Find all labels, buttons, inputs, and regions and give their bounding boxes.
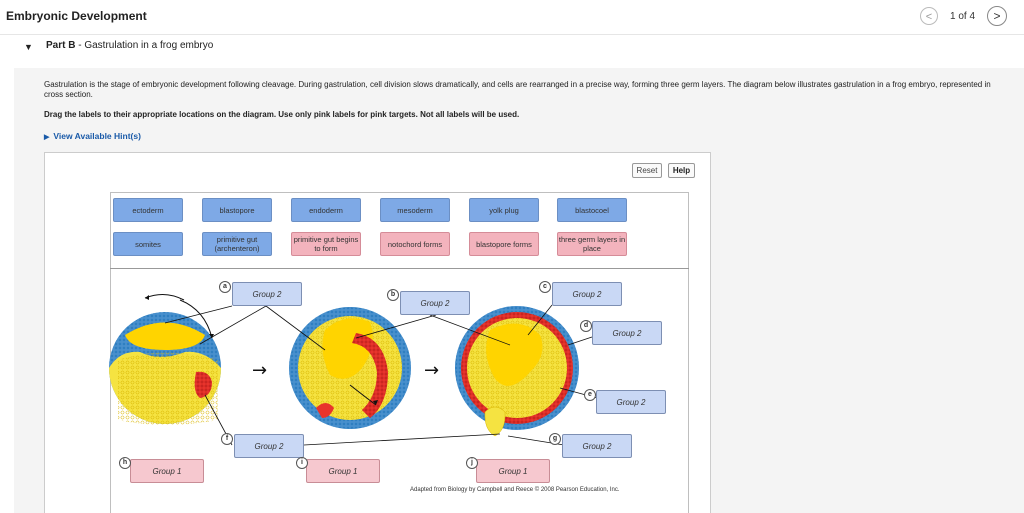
page-title: Embryonic Development <box>6 9 147 23</box>
page-counter: 1 of 4 <box>950 11 976 22</box>
label-yolk-plug[interactable]: yolk plug <box>469 198 539 222</box>
marker-d: d <box>580 320 592 332</box>
process-arrow-icon: → <box>252 360 267 381</box>
view-hints-link[interactable]: ▶View Available Hint(s) <box>44 131 141 141</box>
marker-b: b <box>387 289 399 301</box>
label-notochord-forms[interactable]: notochord forms <box>380 232 450 256</box>
drop-target-i[interactable]: Group 1 <box>306 459 380 483</box>
drop-target-f[interactable]: Group 2 <box>234 434 304 458</box>
marker-c: c <box>539 281 551 293</box>
marker-h: h <box>119 457 131 469</box>
label-bank-divider <box>110 268 689 269</box>
drop-target-h[interactable]: Group 1 <box>130 459 204 483</box>
label-blastopore-forms[interactable]: blastopore forms <box>469 232 539 256</box>
part-header[interactable]: ▼ Part B - Gastrulation in a frog embryo <box>0 34 1024 68</box>
marker-g: g <box>549 433 561 445</box>
drop-target-c[interactable]: Group 2 <box>552 282 622 306</box>
part-name: Gastrulation in a frog embryo <box>84 40 214 51</box>
part-title: Part B - Gastrulation in a frog embryo <box>46 40 213 51</box>
help-button[interactable]: Help <box>668 163 695 178</box>
drop-target-e[interactable]: Group 2 <box>596 390 666 414</box>
marker-j: j <box>466 457 478 469</box>
process-arrow-icon: → <box>424 360 439 381</box>
marker-a: a <box>219 281 231 293</box>
drop-target-j[interactable]: Group 1 <box>476 459 550 483</box>
drop-target-b[interactable]: Group 2 <box>400 291 470 315</box>
embryo-late-gastrula <box>455 306 579 437</box>
label-blastocoel[interactable]: blastocoel <box>557 198 627 222</box>
part-label: Part B <box>46 40 76 51</box>
marker-f: f <box>221 433 233 445</box>
hints-label: View Available Hint(s) <box>53 131 141 141</box>
embryo-mid-gastrula <box>289 307 411 429</box>
part-separator: - <box>75 40 85 51</box>
previous-button[interactable]: < <box>920 7 938 25</box>
header-bar: Embryonic Development < 1 of 4 > <box>0 0 1024 35</box>
label-somites[interactable]: somites <box>113 232 183 256</box>
embryo-early-gastrula <box>109 294 221 425</box>
label-ectoderm[interactable]: ectoderm <box>113 198 183 222</box>
marker-i: i <box>296 457 308 469</box>
drop-target-g[interactable]: Group 2 <box>562 434 632 458</box>
label-primitive-gut-begins[interactable]: primitive gut begins to form <box>291 232 361 256</box>
label-endoderm[interactable]: endoderm <box>291 198 361 222</box>
label-mesoderm[interactable]: mesoderm <box>380 198 450 222</box>
drop-target-a[interactable]: Group 2 <box>232 282 302 306</box>
expand-triangle-icon: ▶ <box>44 134 50 141</box>
marker-e: e <box>584 389 596 401</box>
drop-target-d[interactable]: Group 2 <box>592 321 662 345</box>
next-button[interactable]: > <box>987 6 1007 26</box>
collapse-caret-icon[interactable]: ▼ <box>24 42 33 52</box>
label-primitive-gut-archenteron[interactable]: primitive gut (archenteron) <box>202 232 272 256</box>
intro-text: Gastrulation is the stage of embryonic d… <box>44 80 991 99</box>
instructions-text: Drag the labels to their appropriate loc… <box>44 110 520 119</box>
reset-button[interactable]: Reset <box>632 163 662 178</box>
label-three-germ-layers[interactable]: three germ layers in place <box>557 232 627 256</box>
label-blastopore[interactable]: blastopore <box>202 198 272 222</box>
image-credit: Adapted from Biology by Campbell and Ree… <box>410 487 620 493</box>
